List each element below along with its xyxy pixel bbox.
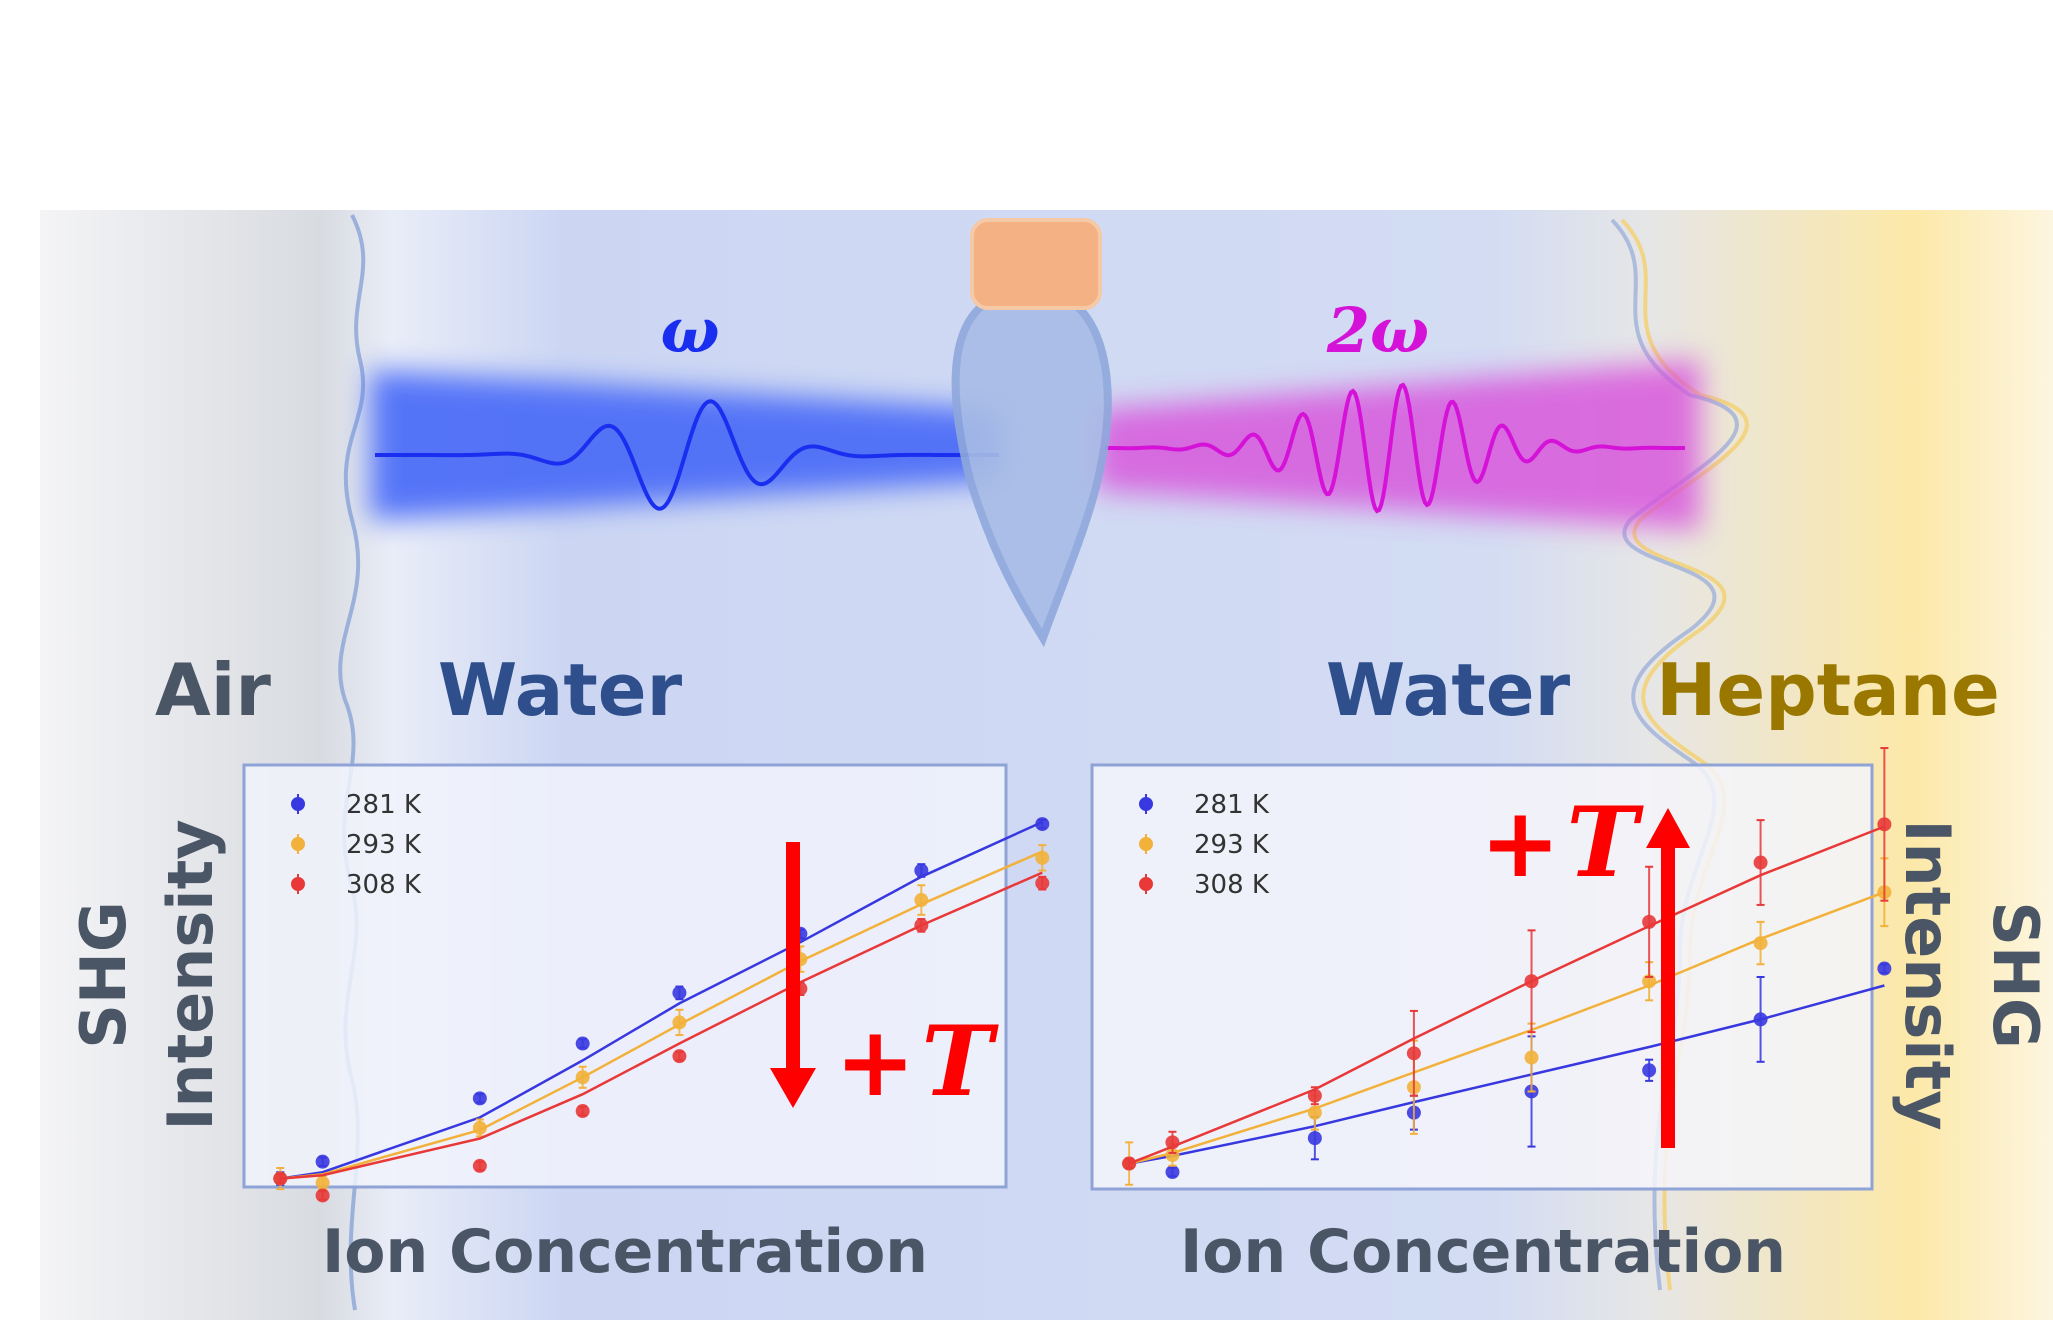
legend-marker: [1139, 797, 1153, 811]
legend-left: 281 K 293 K 308 K: [291, 790, 422, 900]
legend-label: 308 K: [1194, 870, 1270, 900]
data-point: [472, 1091, 487, 1106]
legend-label: 293 K: [1194, 830, 1270, 860]
arrow-up-shaft: [1661, 840, 1675, 1148]
water-left-label: Water: [438, 648, 683, 732]
omega-beam: [370, 370, 1000, 520]
data-point: [1165, 1165, 1180, 1180]
data-point: [1524, 1050, 1539, 1065]
omega-label: ω: [660, 294, 719, 367]
data-point: [472, 1120, 487, 1135]
plus-t-left-plus: +: [835, 1006, 915, 1118]
data-point: [1122, 1156, 1137, 1171]
data-point: [672, 1049, 687, 1064]
data-point: [575, 1104, 590, 1119]
heptane-label: Heptane: [1656, 648, 2000, 732]
data-point: [1307, 1105, 1322, 1120]
air-label: Air: [155, 648, 271, 732]
two-omega-beam: [1095, 360, 1700, 530]
temperature-arrow-down: [770, 842, 816, 1108]
chart-water-heptane: 281 K 293 K 308 K: [1090, 747, 1892, 1191]
data-point: [672, 1015, 687, 1030]
data-point: [672, 985, 687, 1000]
legend-marker: [1139, 877, 1153, 891]
data-point: [1877, 817, 1892, 832]
legend-marker: [291, 837, 305, 851]
tip-holder: [970, 218, 1102, 310]
plus-t-left-label: +T: [835, 1005, 999, 1118]
legend-marker: [291, 797, 305, 811]
arrow-down-head: [770, 1068, 816, 1108]
temperature-arrow-up: [1646, 808, 1690, 1148]
plus-t-right-plus: +: [1480, 787, 1560, 899]
xlabel-left: Ion Concentration: [322, 1217, 928, 1287]
arrow-down-shaft: [786, 842, 800, 1082]
legend-label: 308 K: [346, 870, 422, 900]
data-point: [1165, 1148, 1180, 1163]
data-point: [575, 1070, 590, 1085]
data-point: [914, 863, 929, 878]
data-point: [1307, 1088, 1322, 1103]
shg-left-label: SHG: [67, 901, 140, 1048]
data-point: [1406, 1046, 1421, 1061]
data-point: [1165, 1135, 1180, 1150]
fit-line-293k: [1128, 891, 1885, 1165]
water-right-label: Water: [1326, 648, 1571, 732]
data-point: [1035, 876, 1050, 891]
omega-wave-packet: [375, 399, 999, 511]
two-omega-wave-packet: [1104, 382, 1686, 514]
data-point: [1035, 817, 1050, 832]
data-point: [273, 1171, 288, 1186]
data-point: [1877, 961, 1892, 976]
plus-t-left-symbol: T: [921, 1005, 999, 1118]
data-point: [315, 1154, 330, 1169]
fit-line-293k: [280, 850, 1043, 1180]
legend-label: 281 K: [346, 790, 422, 820]
shg-right-label: SHG: [1979, 901, 2052, 1048]
arrow-up-head: [1646, 808, 1690, 848]
data-point: [1524, 974, 1539, 989]
data-point: [914, 893, 929, 908]
legend-label: 281 K: [1194, 790, 1270, 820]
legend-label: 293 K: [346, 830, 422, 860]
data-point: [1642, 1063, 1657, 1078]
fit-line-281k: [1128, 984, 1885, 1165]
droplet-tip: [951, 296, 1112, 648]
fit-line-281k: [280, 820, 1043, 1180]
data-point: [914, 918, 929, 933]
data-point: [575, 1036, 590, 1051]
data-point: [315, 1175, 330, 1190]
data-point: [1753, 936, 1768, 951]
chart-air-water: 281 K 293 K 308 K: [242, 763, 1050, 1203]
chart-right-frame: [1090, 763, 1874, 1191]
data-point: [315, 1188, 330, 1203]
data-point: [1753, 855, 1768, 870]
legend-marker: [291, 877, 305, 891]
intensity-right-label: Intensity: [1891, 819, 1964, 1130]
plus-t-right-symbol: T: [1566, 786, 1644, 899]
data-point: [1307, 1131, 1322, 1146]
fit-line-308k: [280, 871, 1043, 1180]
fit-line-308k: [1128, 825, 1885, 1165]
data-point: [1642, 914, 1657, 929]
data-point: [472, 1158, 487, 1173]
chart-left-frame: [242, 763, 1008, 1189]
legend-right: 281 K 293 K 308 K: [1139, 790, 1270, 900]
data-point: [1753, 1012, 1768, 1027]
data-point: [1035, 850, 1050, 865]
two-omega-label: 2ω: [1326, 294, 1429, 367]
xlabel-right: Ion Concentration: [1180, 1217, 1786, 1287]
plus-t-right-label: +T: [1480, 786, 1644, 899]
intensity-left-label: Intensity: [154, 819, 227, 1130]
legend-marker: [1139, 837, 1153, 851]
